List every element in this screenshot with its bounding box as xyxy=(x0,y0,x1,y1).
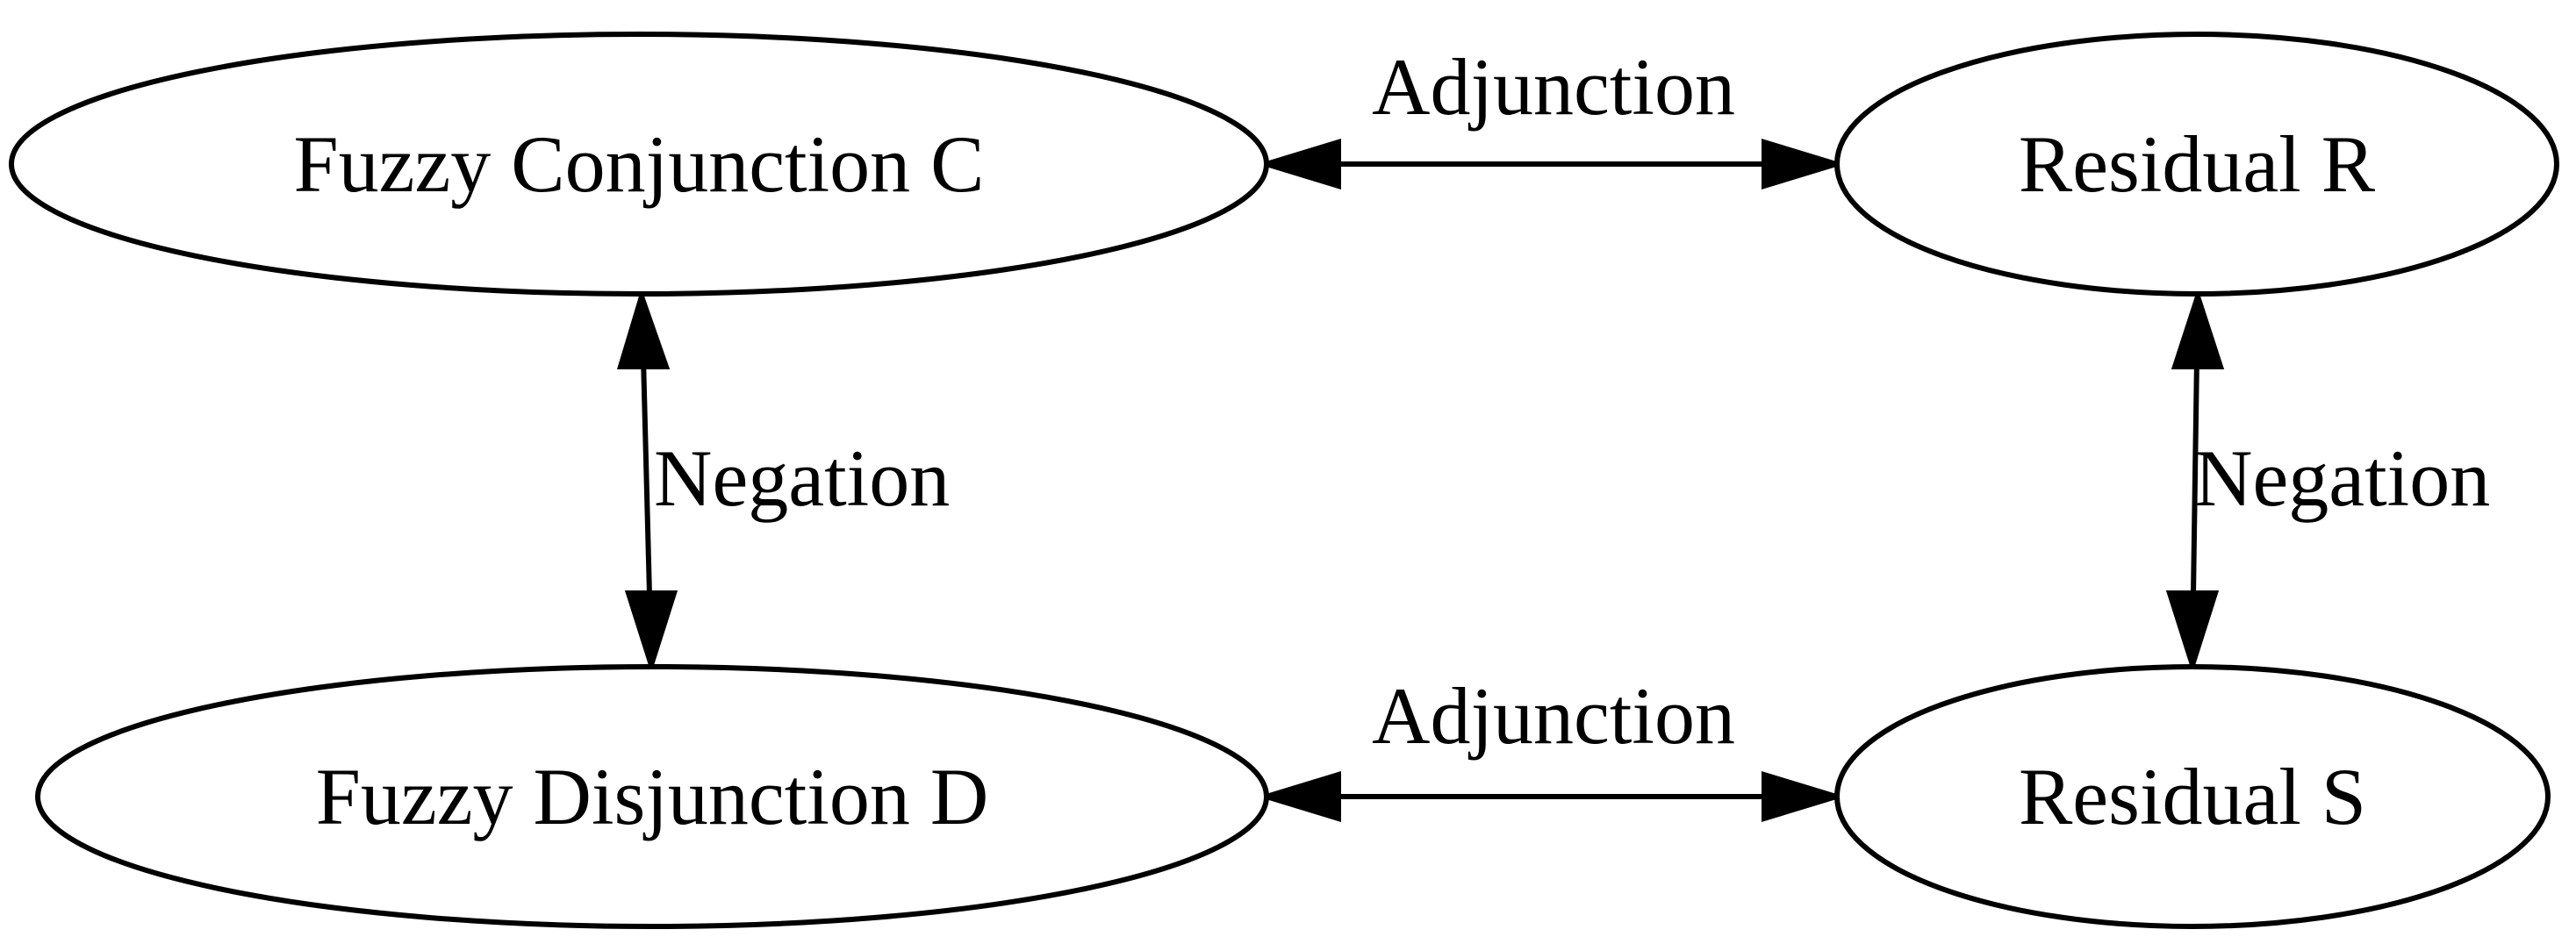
arrowhead-left-bottom xyxy=(624,590,678,674)
arrowhead-right-top xyxy=(2171,288,2225,369)
arrowhead-bottom-right xyxy=(1762,770,1846,823)
edge-conjunction-disjunction: Negation xyxy=(616,288,950,674)
arrowhead-right-bottom xyxy=(2165,590,2220,674)
node-label-conjunction: Fuzzy Conjunction C xyxy=(293,119,984,209)
edge-label-bottom-adjunction: Adjunction xyxy=(1372,671,1735,761)
edge-label-right-negation: Negation xyxy=(2194,433,2490,523)
edge-line-left xyxy=(641,357,652,596)
node-label-disjunction: Fuzzy Disjunction D xyxy=(316,752,989,841)
edge-label-top-adjunction: Adjunction xyxy=(1372,42,1735,132)
edge-label-left-negation: Negation xyxy=(654,433,950,523)
node-shape-disjunction xyxy=(35,664,1269,929)
node-shape-residual-r xyxy=(1834,32,2559,297)
node-fuzzy-conjunction: Fuzzy Conjunction C xyxy=(9,32,1269,297)
arrowhead-top-left xyxy=(1257,138,1341,190)
edge-line-right xyxy=(2191,357,2199,596)
node-label-residual-r: Residual R xyxy=(2019,119,2376,209)
node-fuzzy-disjunction: Fuzzy Disjunction D xyxy=(35,664,1269,929)
edge-residual-r-residual-s: Negation xyxy=(2165,288,2490,674)
arrowhead-top-right xyxy=(1762,138,1846,190)
edge-conjunction-residual-r: Adjunction xyxy=(1257,42,1846,190)
arrowhead-bottom-left xyxy=(1257,770,1341,823)
node-label-residual-s: Residual S xyxy=(2019,752,2366,841)
node-residual-s: Residual S xyxy=(1834,664,2551,929)
edge-disjunction-residual-s: Adjunction xyxy=(1257,671,1846,823)
node-shape-residual-s xyxy=(1834,664,2551,929)
node-shape-conjunction xyxy=(9,32,1269,297)
node-residual-r: Residual R xyxy=(1834,32,2559,297)
arrowhead-left-top xyxy=(616,288,671,369)
